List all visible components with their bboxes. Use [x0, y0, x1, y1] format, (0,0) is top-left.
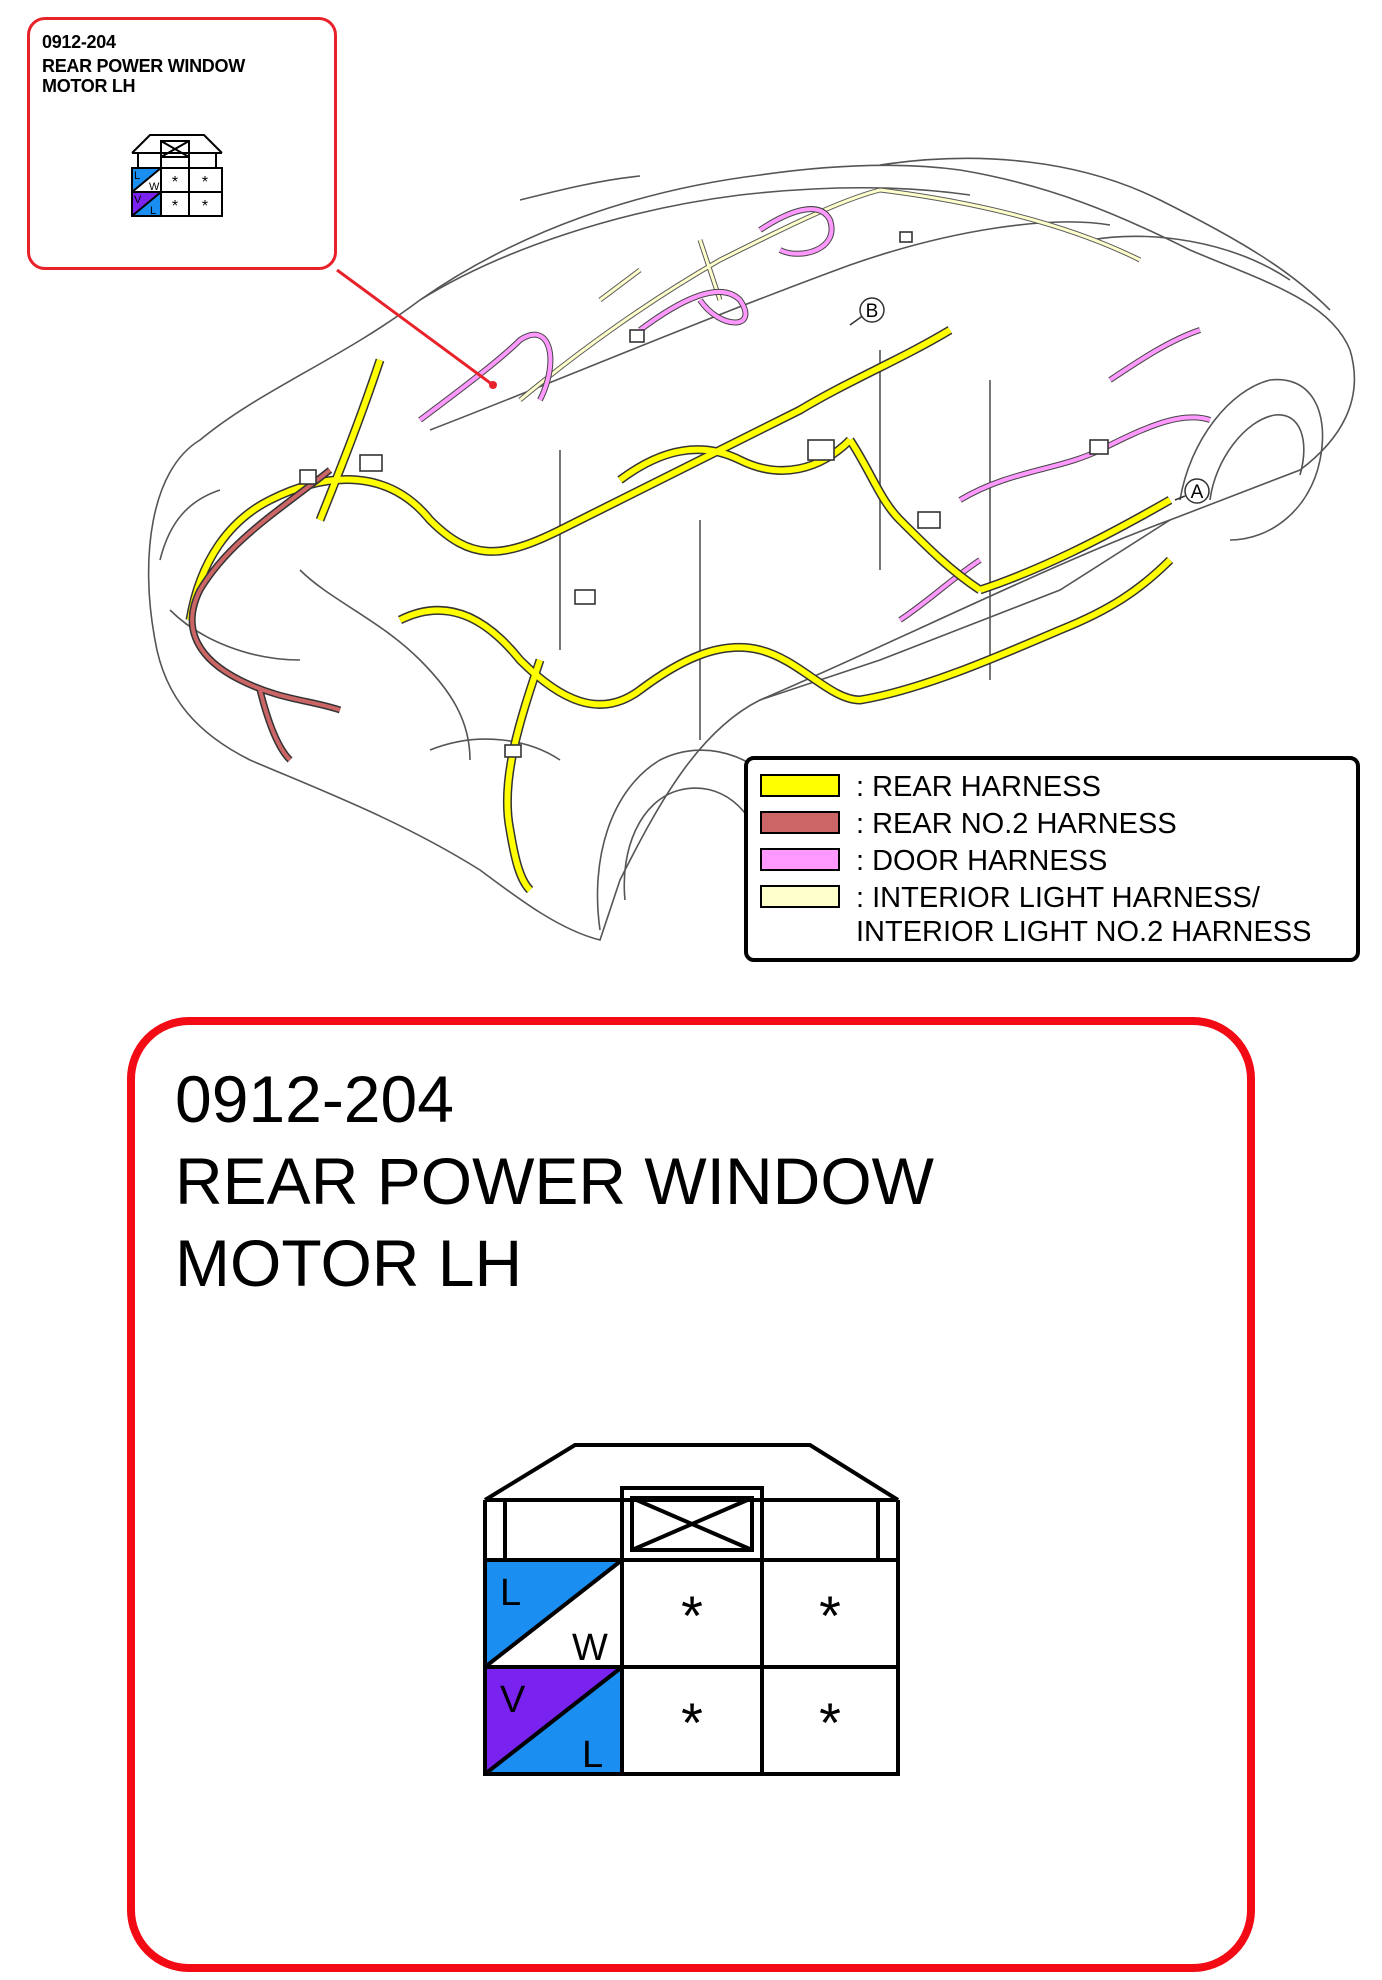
unused-pin: *: [681, 1691, 703, 1754]
pin2-bottom-code: L: [582, 1734, 603, 1776]
pin1-bottom-code-small: W: [149, 181, 160, 193]
legend-swatch: [760, 811, 840, 834]
connector-face-large: L W V L * * * *: [483, 1443, 900, 1776]
point-a-label: A: [1191, 482, 1204, 503]
point-b-marker: B: [849, 297, 885, 326]
unused-pin-small: *: [172, 198, 178, 215]
connector-callout-large: [127, 1017, 1255, 1972]
unused-pin-small: *: [172, 174, 178, 191]
pin2-bottom-code-small: L: [150, 205, 156, 217]
door-harness: [418, 206, 1211, 623]
point-a-marker: A: [1174, 478, 1210, 504]
unused-pin-small: *: [202, 174, 208, 191]
unused-pin-small: *: [202, 198, 208, 215]
unused-pin: *: [819, 1691, 841, 1754]
connector-name-small: REAR POWER WINDOW MOTOR LH: [42, 56, 245, 96]
harness-legend: : REAR HARNESS : REAR NO.2 HARNESS : DOO…: [744, 756, 1360, 962]
connector-callout-small: 0912-204 REAR POWER WINDOW MOTOR LH L W …: [27, 17, 337, 270]
pin1-bottom-code: W: [572, 1627, 608, 1669]
legend-swatch: [760, 885, 840, 908]
unused-pin: *: [819, 1584, 841, 1647]
connector-blocks: [299, 231, 1109, 758]
car-body-outline: [147, 157, 1356, 941]
callout-leader-line: [336, 268, 494, 387]
vehicle-harness-illustration: B A: [147, 157, 1356, 941]
pin2-top-code-small: V: [134, 194, 142, 206]
legend-swatch: [760, 848, 840, 871]
point-b-label: B: [866, 301, 879, 322]
legend-label: : DOOR HARNESS: [856, 845, 1108, 877]
pin1-top-code-small: L: [134, 170, 140, 182]
legend-label: : REAR HARNESS: [856, 771, 1101, 803]
pin1-top-code: L: [500, 1572, 521, 1614]
pin2-top-code: V: [500, 1679, 526, 1721]
connector-face-small: L W V L * * * *: [131, 134, 223, 217]
connector-code-large: 0912-204: [175, 1062, 454, 1136]
legend-label: : INTERIOR LIGHT HARNESS/ INTERIOR LIGHT…: [856, 882, 1312, 948]
connector-name-large: REAR POWER WINDOW MOTOR LH: [175, 1144, 934, 1300]
connector-code-small: 0912-204: [42, 32, 116, 52]
legend-swatch: [760, 774, 840, 797]
unused-pin: *: [681, 1584, 703, 1647]
legend-label: : REAR NO.2 HARNESS: [856, 808, 1177, 840]
connector-location-marker: [489, 381, 497, 389]
